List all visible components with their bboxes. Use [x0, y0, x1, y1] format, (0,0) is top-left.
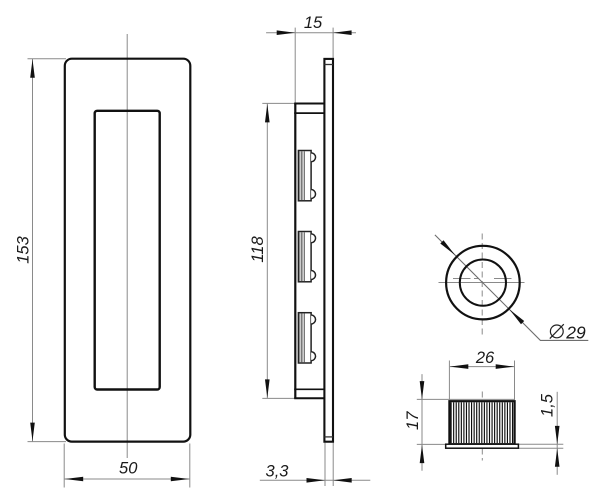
svg-text:1,5: 1,5 — [539, 393, 557, 417]
svg-text:50: 50 — [119, 460, 138, 478]
svg-text:118: 118 — [249, 236, 267, 263]
svg-text:17: 17 — [404, 411, 422, 430]
svg-text:3,3: 3,3 — [266, 462, 290, 480]
svg-text:26: 26 — [475, 349, 495, 367]
svg-text:153: 153 — [14, 235, 32, 263]
svg-text:29: 29 — [565, 322, 586, 342]
svg-text:15: 15 — [304, 14, 323, 32]
